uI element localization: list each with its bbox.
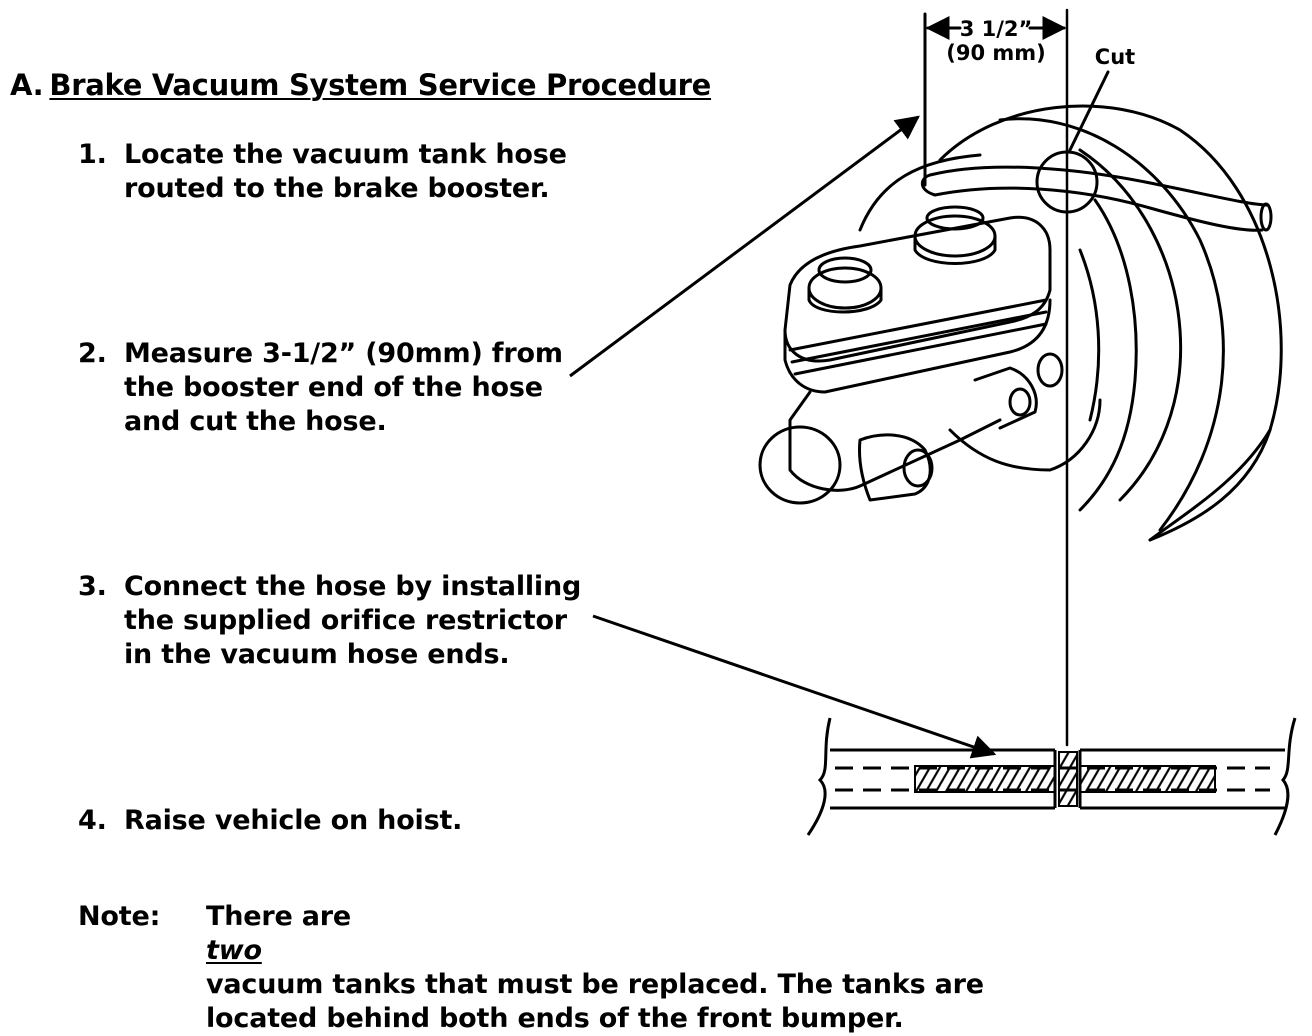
step-line: Locate the vacuum tank hose	[124, 139, 567, 170]
step-3-leader	[592, 614, 997, 759]
step-line: the supplied orifice restrictor	[124, 605, 567, 636]
brake-booster-diagram: 3 1/2” (90 mm) Cut	[569, 8, 1297, 836]
step-line: and cut the hose.	[124, 406, 387, 437]
master-cylinder-reservoir	[783, 215, 1052, 363]
step-2: 2. Measure 3-1/2” (90mm) from the booste…	[78, 337, 563, 439]
step-line: Measure 3-1/2” (90mm) from	[124, 338, 563, 369]
step-line: Raise vehicle on hoist.	[124, 805, 463, 836]
step-3: 3. Connect the hose by installing the su…	[78, 570, 581, 672]
step-number: 1.	[78, 139, 107, 170]
procedure-heading: A.Brake Vacuum System Service Procedure	[10, 68, 711, 102]
brake-line-port	[1008, 387, 1032, 417]
orifice-restrictor-right	[1079, 765, 1216, 793]
step-line: routed to the brake booster.	[124, 173, 550, 204]
step-number: 2.	[78, 338, 107, 369]
step-number: 3.	[78, 571, 107, 602]
vacuum-hose	[928, 165, 1270, 207]
note-emphasis: two	[206, 935, 262, 966]
cut-label: Cut	[1095, 45, 1135, 69]
step-line: the booster end of the hose	[124, 372, 543, 403]
master-cylinder-body	[788, 390, 1002, 492]
step-line: in the vacuum hose ends.	[124, 639, 510, 670]
step-4: 4. Raise vehicle on hoist.	[78, 804, 462, 838]
step-2-leader	[569, 115, 920, 378]
dimension-imperial-label: 3 1/2”	[960, 17, 1033, 41]
dimension-metric-label: (90 mm)	[946, 41, 1046, 65]
heading-title: Brake Vacuum System Service Procedure	[49, 68, 712, 102]
cut-leader	[1068, 70, 1110, 152]
note-label: Note:	[78, 901, 161, 932]
step-number: 4.	[78, 805, 107, 836]
step-1: 1. Locate the vacuum tank hose routed to…	[78, 138, 567, 206]
booster-shell	[938, 104, 1283, 542]
orifice-restrictor-center	[1058, 751, 1078, 807]
step-line: Connect the hose by installing	[124, 571, 582, 602]
orifice-restrictor-left	[914, 765, 1056, 793]
note-line-2: located behind both ends of the front bu…	[206, 1003, 904, 1034]
cylinder-end-cap	[758, 425, 842, 505]
heading-prefix: A.	[10, 68, 44, 102]
cut-marker-circle	[1035, 150, 1099, 214]
